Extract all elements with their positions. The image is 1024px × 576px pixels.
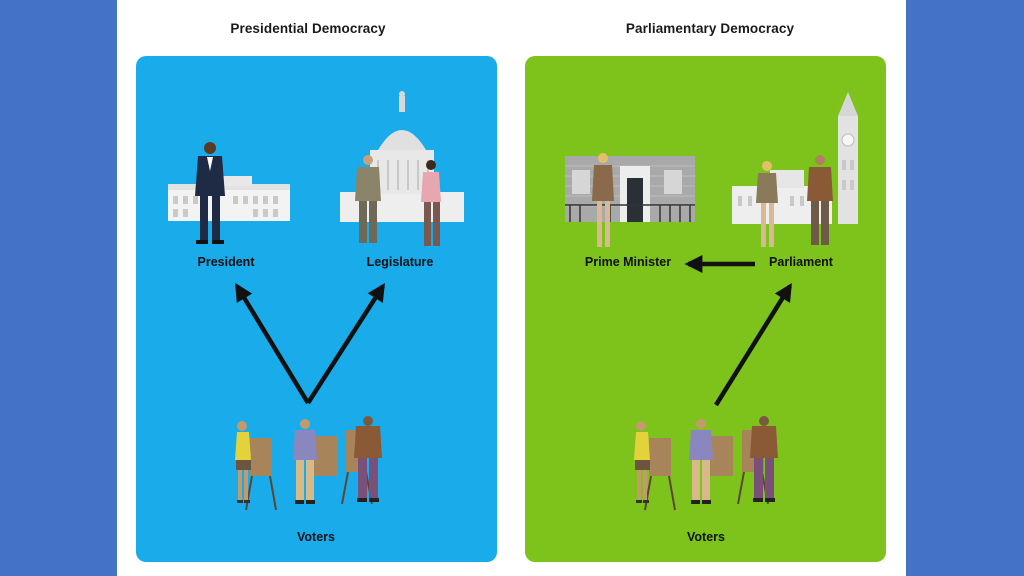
parliament-man-figure xyxy=(807,155,833,245)
downing-street-illustration xyxy=(565,156,695,222)
legislator-woman-figure xyxy=(421,160,441,246)
arrow-voters-to-legislature xyxy=(306,282,385,405)
westminster-illustration xyxy=(732,92,858,224)
presidential-title: Presidential Democracy xyxy=(230,21,386,36)
white-house-illustration xyxy=(168,176,290,221)
arrow-voters-to-president xyxy=(235,282,310,405)
parliament-label: Parliament xyxy=(769,255,833,269)
parliament-woman-figure xyxy=(756,161,778,247)
parliamentary-title: Parliamentary Democracy xyxy=(625,21,795,36)
president-label: President xyxy=(197,255,255,269)
presidential-voters-label: Voters xyxy=(297,530,335,544)
presidential-voters-illustration xyxy=(234,415,383,511)
legislator-man-figure xyxy=(355,155,381,243)
arrow-voters-to-parliament xyxy=(714,282,792,407)
capitol-illustration xyxy=(340,91,464,222)
presidential-panel xyxy=(136,56,497,562)
parliamentary-voters-label: Voters xyxy=(687,530,725,544)
president-figure xyxy=(195,142,225,244)
legislature-label: Legislature xyxy=(366,255,434,269)
prime-minister-label: Prime Minister xyxy=(584,255,672,269)
prime-minister-figure xyxy=(592,153,614,247)
parliamentary-voters-illustration xyxy=(633,415,779,511)
